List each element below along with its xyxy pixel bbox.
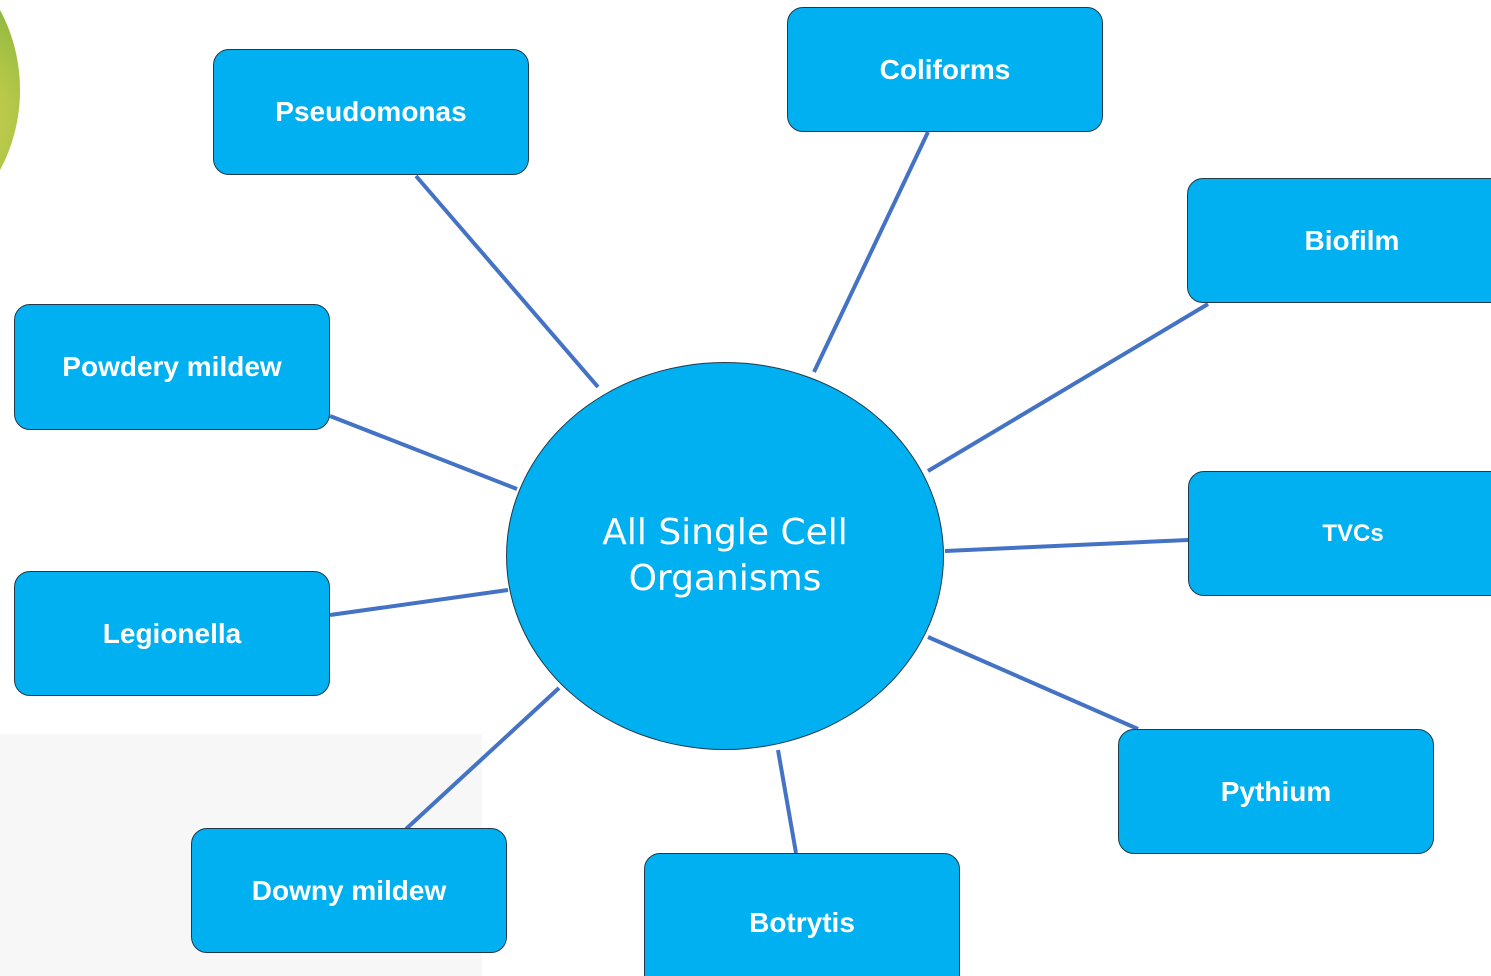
connector-pseudomonas (414, 174, 600, 389)
node-legionella: Legionella (14, 571, 330, 696)
node-coliforms: Coliforms (787, 7, 1103, 132)
node-powdery-mildew: Powdery mildew (14, 304, 330, 430)
connector-downy-mildew (404, 686, 561, 831)
node-label: Powdery mildew (62, 351, 282, 382)
node-downy-mildew: Downy mildew (191, 828, 507, 953)
connector-powdery-mildew (329, 414, 518, 491)
node-label: Coliforms (879, 53, 1011, 85)
node-pseudomonas: Pseudomonas (213, 49, 529, 175)
node-botrytis: Botrytis (644, 853, 960, 976)
node-label: TVCs (1322, 519, 1384, 547)
node-label: Pythium (1220, 775, 1332, 807)
node-label: Pseudomonas (275, 96, 467, 127)
node-biofilm: Biofilm (1187, 178, 1491, 303)
node-label: Downy mildew (251, 874, 447, 906)
center-node-label: All Single Cell Organisms (602, 512, 848, 599)
connector-botrytis (776, 749, 798, 854)
node-tvcs: TVCs (1188, 471, 1491, 596)
node-label: Biofilm (1304, 224, 1400, 256)
connector-coliforms (812, 131, 930, 373)
node-pythium: Pythium (1118, 729, 1434, 854)
node-label: Legionella (102, 617, 242, 649)
connector-pythium (927, 635, 1139, 731)
connector-legionella (329, 588, 509, 617)
connector-biofilm (926, 302, 1210, 473)
center-node: All Single Cell Organisms (506, 362, 944, 750)
node-label: Botrytis (749, 907, 855, 938)
connector-tvcs (944, 538, 1189, 553)
